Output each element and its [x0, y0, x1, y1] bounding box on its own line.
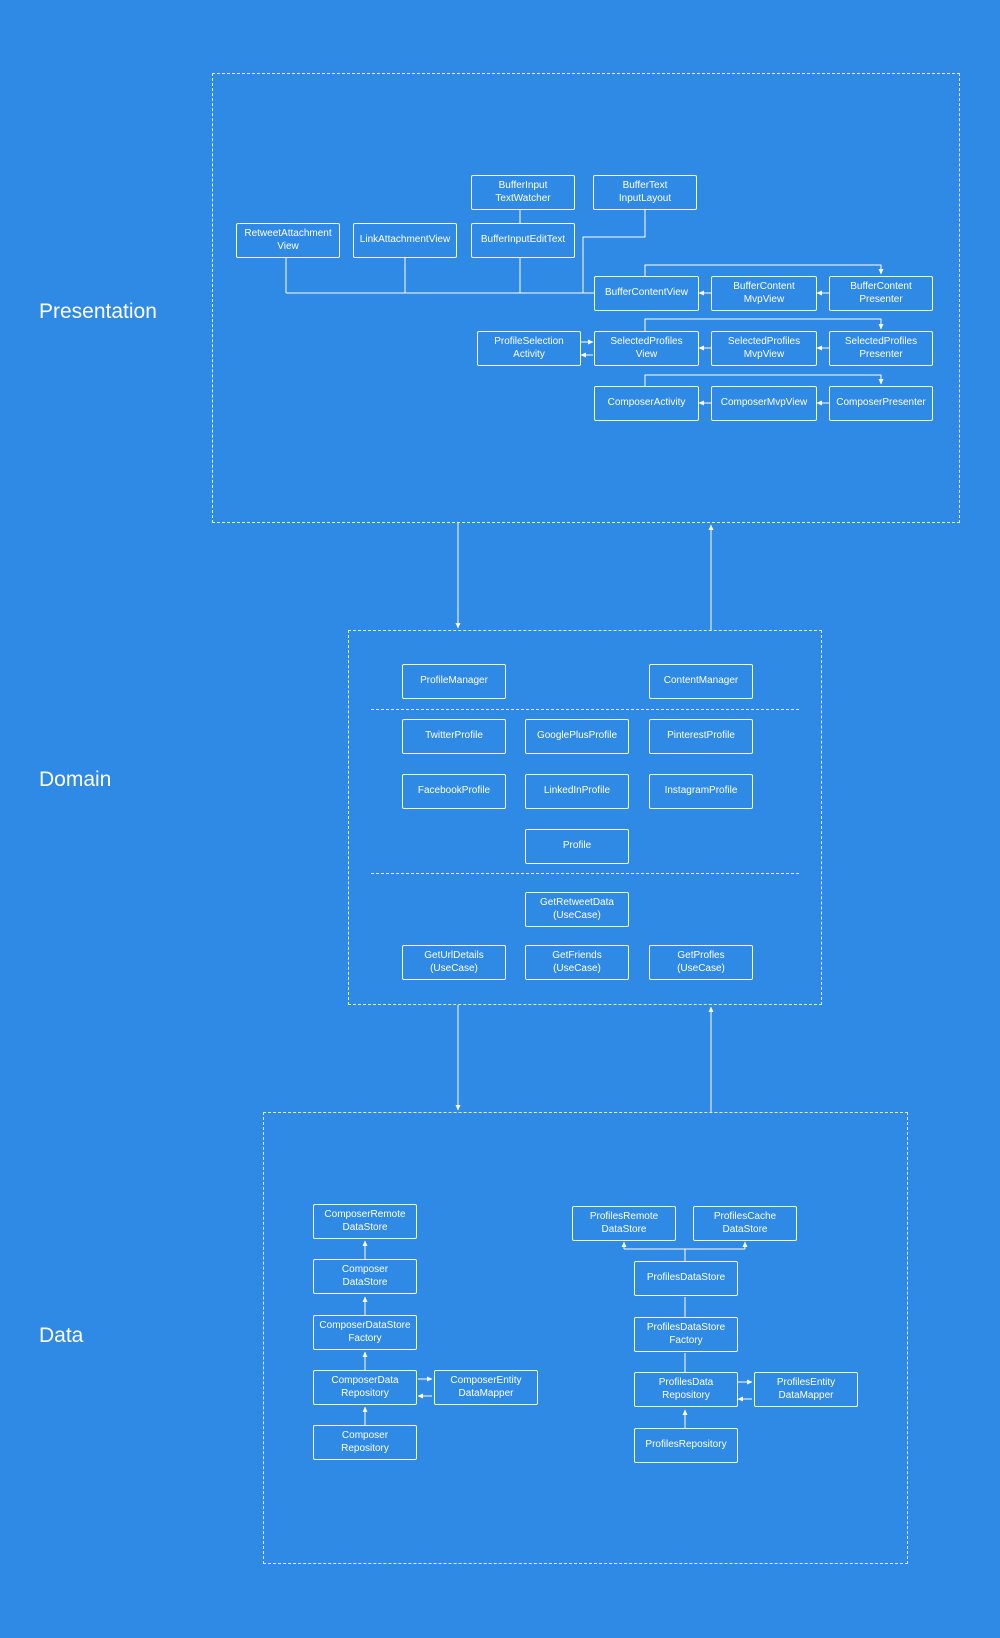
- node-profiles-entity-data-mapper: ProfilesEntity DataMapper: [754, 1372, 858, 1407]
- node-retweet-attachment-view: RetweetAttachment View: [236, 223, 340, 258]
- node-linkedin-profile: LinkedInProfile: [525, 774, 629, 809]
- layer-label-data: Data: [39, 1324, 84, 1347]
- node-get-url-details: GetUrlDetails (UseCase): [402, 945, 506, 980]
- node-profile-manager: ProfileManager: [402, 664, 506, 699]
- domain-divider: [371, 709, 799, 710]
- node-profile-selection-activity: ProfileSelection Activity: [477, 331, 581, 366]
- node-profiles-data-store: ProfilesDataStore: [634, 1261, 738, 1296]
- node-composer-entity-data-mapper: ComposerEntity DataMapper: [434, 1370, 538, 1405]
- data-layer-frame: [263, 1112, 908, 1564]
- node-profiles-remote-data-store: ProfilesRemote DataStore: [572, 1206, 676, 1241]
- node-selected-profiles-presenter: SelectedProfiles Presenter: [829, 331, 933, 366]
- node-buffer-text-input-layout: BufferText InputLayout: [593, 175, 697, 210]
- node-google-plus-profile: GooglePlusProfile: [525, 719, 629, 754]
- node-buffer-input-edit-text: BufferInputEditText: [471, 223, 575, 258]
- node-composer-mvp-view: ComposerMvpView: [711, 386, 817, 421]
- node-link-attachment-view: LinkAttachmentView: [353, 223, 457, 258]
- node-composer-data-store: Composer DataStore: [313, 1259, 417, 1294]
- node-profile: Profile: [525, 829, 629, 864]
- presentation-layer-frame: [212, 73, 960, 523]
- domain-layer-frame: [348, 630, 822, 1005]
- node-composer-data-store-factory: ComposerDataStore Factory: [313, 1315, 417, 1350]
- node-profiles-repository: ProfilesRepository: [634, 1428, 738, 1463]
- node-composer-activity: ComposerActivity: [594, 386, 699, 421]
- node-composer-remote-data-store: ComposerRemote DataStore: [313, 1204, 417, 1239]
- node-get-retweet-data: GetRetweetData (UseCase): [525, 892, 629, 927]
- node-buffer-content-presenter: BufferContent Presenter: [829, 276, 933, 311]
- layer-label-presentation: Presentation: [39, 300, 157, 323]
- node-content-manager: ContentManager: [649, 664, 753, 699]
- node-get-profiles: GetProfles (UseCase): [649, 945, 753, 980]
- node-composer-presenter: ComposerPresenter: [829, 386, 933, 421]
- node-profiles-data-store-factory: ProfilesDataStore Factory: [634, 1317, 738, 1352]
- node-selected-profiles-view: SelectedProfiles View: [594, 331, 699, 366]
- node-composer-data-repository: ComposerData Repository: [313, 1370, 417, 1405]
- node-composer-repository: Composer Repository: [313, 1425, 417, 1460]
- node-buffer-content-mvp-view: BufferContent MvpView: [711, 276, 817, 311]
- node-buffer-content-view: BufferContentView: [594, 276, 699, 311]
- node-twitter-profile: TwitterProfile: [402, 719, 506, 754]
- node-pinterest-profile: PinterestProfile: [649, 719, 753, 754]
- layer-label-domain: Domain: [39, 768, 112, 791]
- node-profiles-data-repository: ProfilesData Repository: [634, 1372, 738, 1407]
- node-buffer-input-text-watcher: BufferInput TextWatcher: [471, 175, 575, 210]
- node-facebook-profile: FacebookProfile: [402, 774, 506, 809]
- node-instagram-profile: InstagramProfile: [649, 774, 753, 809]
- node-get-friends: GetFriends (UseCase): [525, 945, 629, 980]
- domain-divider: [371, 873, 799, 874]
- node-profiles-cache-data-store: ProfilesCache DataStore: [693, 1206, 797, 1241]
- node-selected-profiles-mvp-view: SelectedProfiles MvpView: [711, 331, 817, 366]
